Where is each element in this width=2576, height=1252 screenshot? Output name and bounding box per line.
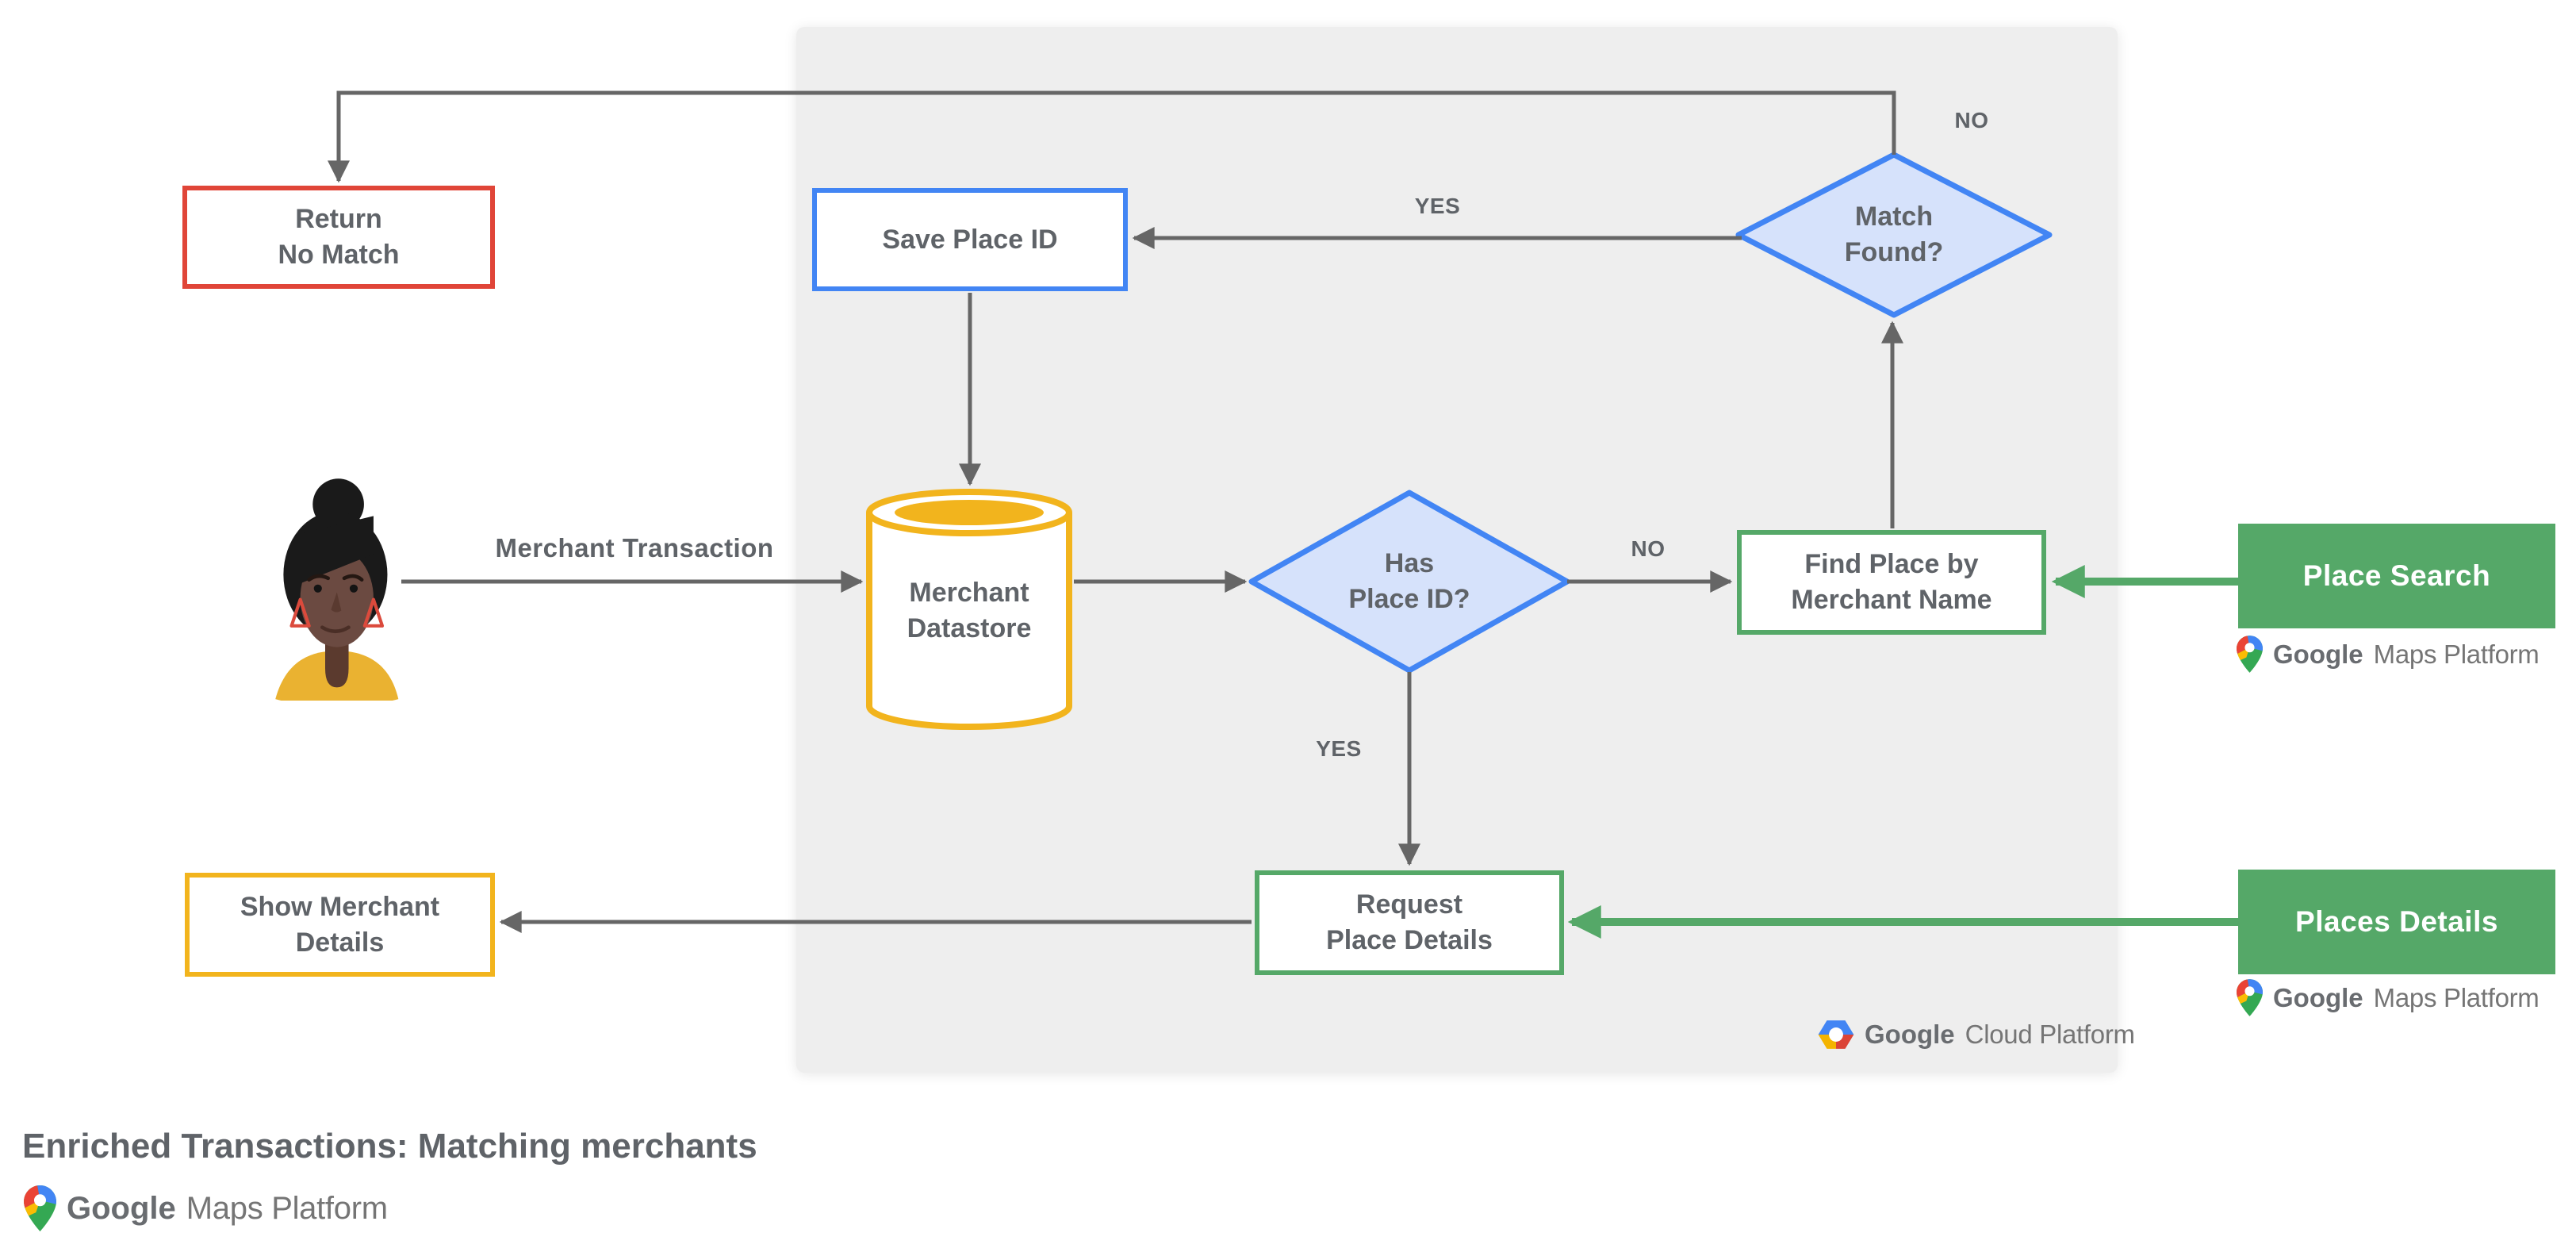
- cloud-hexagon-icon: [1818, 1019, 1854, 1050]
- cloud-platform-logo: Google Cloud Platform: [1818, 1019, 2135, 1050]
- node-shape-merchant-datastore: [866, 489, 1072, 730]
- node-place-search-api: Place Search: [2238, 524, 2555, 628]
- node-has-place-id-label-wrap: Has Place ID?: [1306, 545, 1512, 618]
- node-merchant-datastore-label: Merchant Datastore: [907, 578, 1032, 643]
- node-match-found-label: Match Found?: [1844, 202, 1944, 267]
- node-request-place-details-label: Request Place Details: [1326, 889, 1493, 955]
- edge-label-match-found-no: NO: [1954, 108, 1989, 132]
- maps-platform-logo-place-search: Google Maps Platform: [2237, 636, 2540, 673]
- maps-pin-icon: [2237, 979, 2263, 1016]
- node-request-place-details: Request Place Details: [1255, 870, 1564, 975]
- node-match-found-label-wrap: Match Found?: [1791, 198, 1997, 271]
- maps-platform-logo-places-details: Google Maps Platform: [2237, 979, 2540, 1016]
- node-return-no-match: Return No Match: [182, 186, 495, 289]
- logo-brand-text: Google: [2273, 982, 2363, 1012]
- node-place-search-label: Place Search: [2302, 559, 2491, 592]
- logo-product-text: Maps Platform: [2373, 982, 2540, 1012]
- node-show-merchant-details: Show Merchant Details: [185, 873, 495, 977]
- logo-product-text: Cloud Platform: [1965, 1020, 2135, 1049]
- node-save-place-id: Save Place ID: [812, 188, 1128, 291]
- edge-label-has-place-id-yes: YES: [1316, 736, 1362, 761]
- node-show-merchant-details-label: Show Merchant Details: [240, 891, 440, 958]
- node-shape-match-found: [1735, 152, 2053, 318]
- node-return-no-match-label: Return No Match: [278, 204, 400, 270]
- node-find-place-label: Find Place by Merchant Name: [1791, 549, 1992, 615]
- node-find-place-by-merchant-name: Find Place by Merchant Name: [1737, 530, 2046, 635]
- edge-match-found-no-to-return: [328, 90, 1896, 183]
- edge-label-match-found-yes: YES: [1414, 194, 1461, 218]
- logo-brand-text: Google: [2273, 639, 2363, 669]
- logo-product-text: Maps Platform: [2373, 639, 2540, 669]
- node-places-details-label: Places Details: [2295, 904, 2498, 938]
- node-has-place-id-label: Has Place ID?: [1348, 548, 1470, 614]
- node-merchant-datastore-label-wrap: Merchant Datastore: [866, 555, 1072, 666]
- maps-pin-icon: [24, 1185, 56, 1231]
- edge-label-merchant-transaction: Merchant Transaction: [495, 533, 774, 563]
- logo-brand-text: Google: [1865, 1020, 1955, 1049]
- diagram-title: Enriched Transactions: Matching merchant…: [22, 1127, 757, 1166]
- edge-label-has-place-id-no: NO: [1631, 536, 1666, 561]
- logo-product-text: Maps Platform: [186, 1190, 388, 1226]
- maps-pin-icon: [2237, 636, 2263, 673]
- maps-platform-logo-footer: Google Maps Platform: [24, 1185, 388, 1231]
- logo-brand-text: Google: [67, 1190, 176, 1226]
- node-places-details-api: Places Details: [2238, 870, 2555, 974]
- merchant-user-avatar: [275, 478, 399, 701]
- node-save-place-id-label: Save Place ID: [882, 224, 1058, 255]
